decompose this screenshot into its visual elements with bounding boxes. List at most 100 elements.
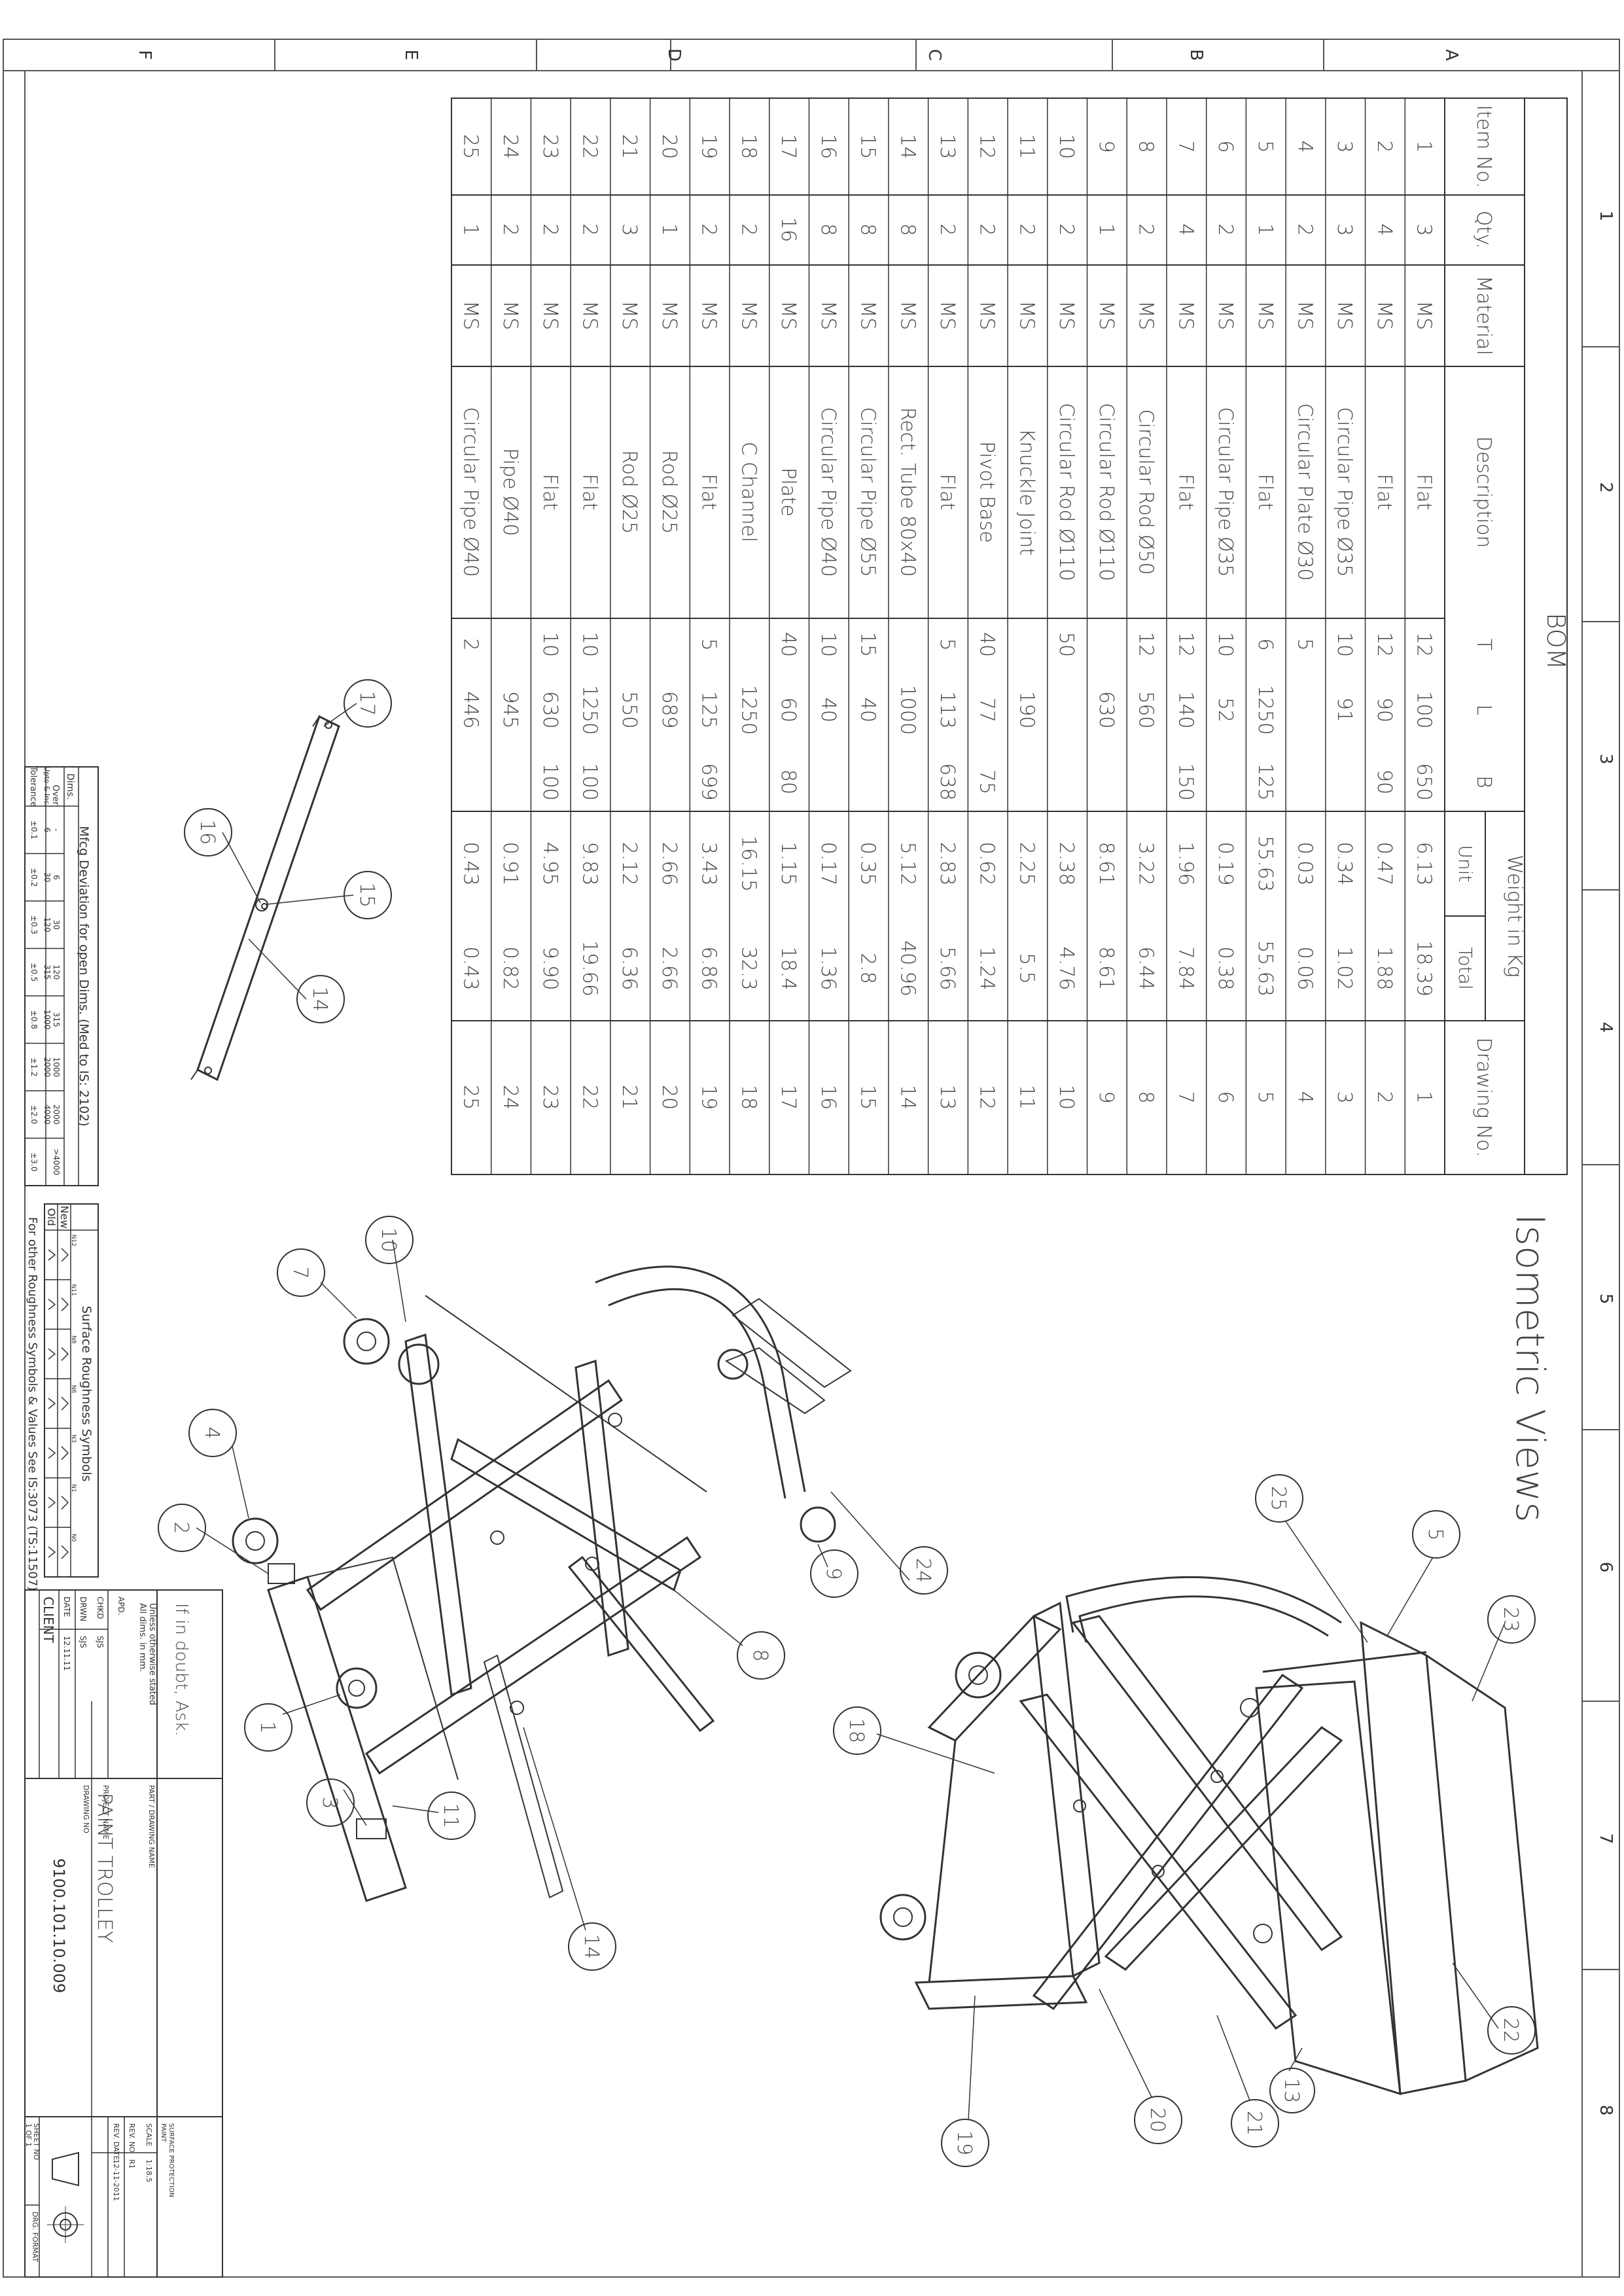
balloon-8: 8 xyxy=(737,1631,785,1680)
bom-drawing-no: 18 xyxy=(737,1085,760,1110)
tolerance-upto-value: 315 xyxy=(43,964,52,980)
tolerance-dims-label: Dims. xyxy=(65,773,75,800)
client-label: CLIENT xyxy=(41,1597,56,1644)
tolerance-value: ±0.8 xyxy=(29,1010,39,1029)
roughness-symbol-icon xyxy=(61,1248,69,1262)
balloon-2: 2 xyxy=(158,1504,206,1552)
bom-description: Rod Ø25 xyxy=(618,450,641,534)
bom-drawing-no: 19 xyxy=(697,1085,720,1110)
bom-material: MS xyxy=(777,301,800,330)
bom-drawing-no: 12 xyxy=(976,1085,998,1110)
roughness-grade: N3 xyxy=(70,1434,77,1442)
tolerance-upto-label: Upto & Inc. xyxy=(43,766,51,806)
trolley-isometric-view-2 xyxy=(876,1521,1539,2121)
bom-unit-weight: 0.62 xyxy=(976,842,998,886)
tube-assembly-view xyxy=(190,703,357,1082)
tolerance-value: ±3.0 xyxy=(29,1152,39,1171)
bom-item-no: 9 xyxy=(1095,140,1118,152)
bom-b: 699 xyxy=(697,763,720,800)
bom-unit-weight: 1.96 xyxy=(1174,842,1197,886)
balloon-20: 20 xyxy=(1134,2096,1182,2144)
bom-material: MS xyxy=(1174,301,1197,330)
svg-text:13: 13 xyxy=(1280,2078,1303,2103)
bom-unit-weight: 2.66 xyxy=(658,842,680,886)
roughness-symbol-icon xyxy=(61,1396,69,1411)
svg-text:3: 3 xyxy=(318,1796,341,1809)
roughness-grade: N6 xyxy=(70,1385,77,1394)
tolerance-column-lines xyxy=(25,853,64,1139)
bom-total-weight: 7.84 xyxy=(1174,947,1197,991)
zone-number-7: 7 xyxy=(1596,1833,1615,1845)
balloon-11: 11 xyxy=(427,1792,476,1840)
svg-text:20: 20 xyxy=(1146,2108,1169,2132)
bom-l: 1250 xyxy=(578,685,601,735)
zone-number-5: 5 xyxy=(1596,1294,1615,1305)
bom-l: 40 xyxy=(856,698,879,722)
bom-unit-weight: 2.83 xyxy=(936,842,959,886)
tolerance-upto-value: 30 xyxy=(43,872,52,882)
bom-l: 1250 xyxy=(1254,685,1277,735)
bom-description: Pivot Base xyxy=(976,441,998,542)
tolerance-upto-value: 2000 xyxy=(43,1057,52,1077)
roughness-symbol-icon xyxy=(61,1446,69,1460)
bom-header-drawing-no: Drawing No. xyxy=(1472,1037,1495,1157)
bom-drawing-no: 4 xyxy=(1293,1091,1316,1103)
bom-qty: 2 xyxy=(538,223,561,236)
balloon-23: 23 xyxy=(1487,1595,1536,1644)
bom-title: BOM xyxy=(1542,613,1570,670)
bom-l: 77 xyxy=(976,698,998,722)
bom-item-no: 20 xyxy=(658,134,680,159)
project-name: PAINT TROLLEY xyxy=(93,1793,116,1943)
bom-unit-weight: 55.63 xyxy=(1254,836,1277,892)
tolerance-value: ±0.1 xyxy=(29,821,39,839)
bom-item-no: 8 xyxy=(1135,140,1157,152)
bom-description: Circular Rod Ø110 xyxy=(1055,403,1078,581)
bom-rows: 13MSFlat121006506.1318.39124MSFlat129090… xyxy=(459,134,1435,1110)
balloon-25: 25 xyxy=(1255,1474,1303,1523)
roughness-old-symbol-icon xyxy=(48,1447,56,1459)
surface-protection-value: PAINT xyxy=(160,2123,167,2143)
svg-text:7: 7 xyxy=(289,1266,311,1279)
zone-number-3: 3 xyxy=(1596,754,1615,765)
roughness-grade: N12 xyxy=(70,1235,77,1246)
bom-total-weight: 40.96 xyxy=(896,940,919,997)
bom-unit-weight: 8.61 xyxy=(1095,842,1118,886)
bom-description: Flat xyxy=(1373,474,1396,510)
svg-text:14: 14 xyxy=(308,987,331,1012)
scale-value: 1:18.5 xyxy=(145,2159,153,2182)
bom-qty: 2 xyxy=(936,223,959,236)
bom-unit-weight: 0.91 xyxy=(499,842,521,886)
bom-qty: 2 xyxy=(578,223,601,236)
bom-qty: 2 xyxy=(1135,223,1157,236)
doubt-note: If in doubt, Ask. xyxy=(171,1603,191,1737)
roughness-grade: N0 xyxy=(70,1534,77,1542)
tolerance-over-value: 30 xyxy=(52,920,61,930)
bom-t: 40 xyxy=(976,632,998,657)
bom-item-no: 19 xyxy=(697,134,720,159)
bom-description: Flat xyxy=(1254,474,1277,510)
bom-item-no: 2 xyxy=(1373,140,1396,152)
bom-material: MS xyxy=(856,301,879,330)
bom-total-weight: 6.36 xyxy=(618,947,641,991)
bom-item-no: 3 xyxy=(1333,140,1356,152)
bom-total-weight: 2.8 xyxy=(856,953,879,984)
bom-item-no: 12 xyxy=(976,134,998,159)
bom-material: MS xyxy=(1373,301,1396,330)
tolerance-over-value: 315 xyxy=(52,1012,61,1027)
tolerance-over-value: >4000 xyxy=(52,1148,61,1175)
bom-qty: 2 xyxy=(1055,223,1078,236)
bom-item-no: 24 xyxy=(499,134,521,159)
bom-total-weight: 32.3 xyxy=(737,947,760,991)
bom-description: Circular Pipe Ø35 xyxy=(1333,407,1356,577)
bom-description: Circular Rod Ø110 xyxy=(1095,403,1118,581)
bom-material: MS xyxy=(896,301,919,330)
bom-header-total: Total xyxy=(1455,947,1476,989)
bom-t: 6 xyxy=(1254,638,1277,650)
bom-drawing-no: 13 xyxy=(936,1085,959,1110)
bom-b: 638 xyxy=(936,763,959,800)
